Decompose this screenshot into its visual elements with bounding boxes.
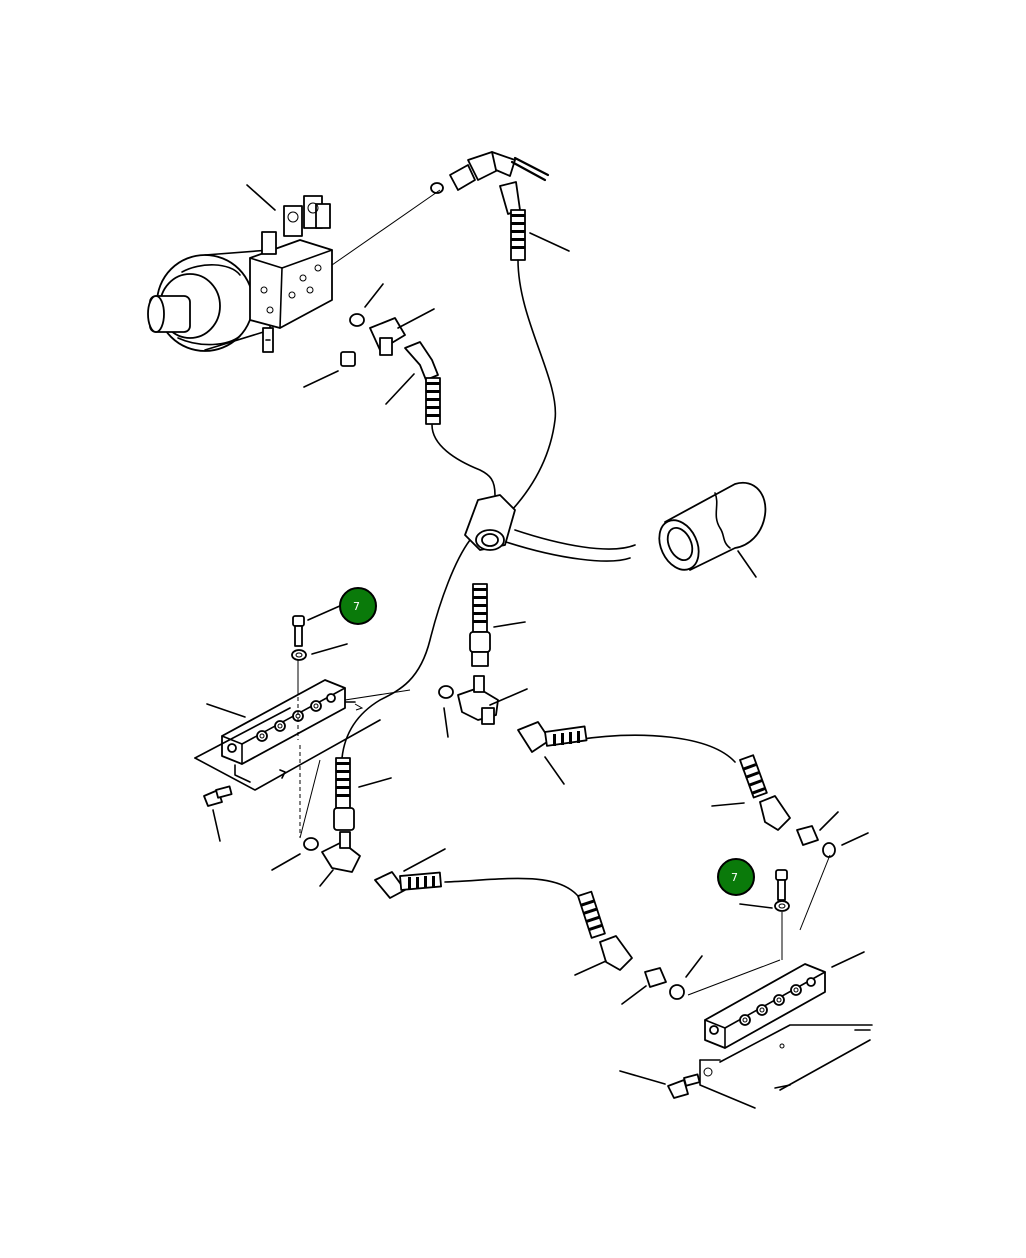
protective-sleeve	[658, 481, 767, 578]
callout-badge-1[interactable]: 7	[339, 587, 377, 625]
right-bracket-bolt	[619, 1067, 713, 1099]
right-hose-end	[711, 754, 869, 858]
left-manifold	[194, 660, 411, 791]
callout-badge-1-circle	[339, 587, 377, 625]
callout-badge-2[interactable]: 7	[717, 858, 755, 896]
center-tee	[438, 675, 588, 785]
left-lower-hose	[271, 745, 446, 899]
callout-badge-1-label: 7	[353, 600, 360, 613]
hose-sleeve	[464, 494, 516, 551]
valve-fittings	[303, 283, 441, 425]
center-hose	[469, 583, 526, 667]
callout-badge-2-circle	[717, 858, 755, 896]
valve-block	[246, 184, 333, 353]
lower-hose-end	[574, 890, 781, 1005]
left-bolt	[291, 604, 348, 661]
hoses	[341, 259, 736, 897]
left-bracket-bolt	[203, 785, 233, 842]
right-bolt	[739, 854, 831, 960]
right-manifold	[699, 951, 873, 1109]
callout-badge-2-label: 7	[731, 871, 738, 884]
top-fittings	[331, 151, 570, 266]
